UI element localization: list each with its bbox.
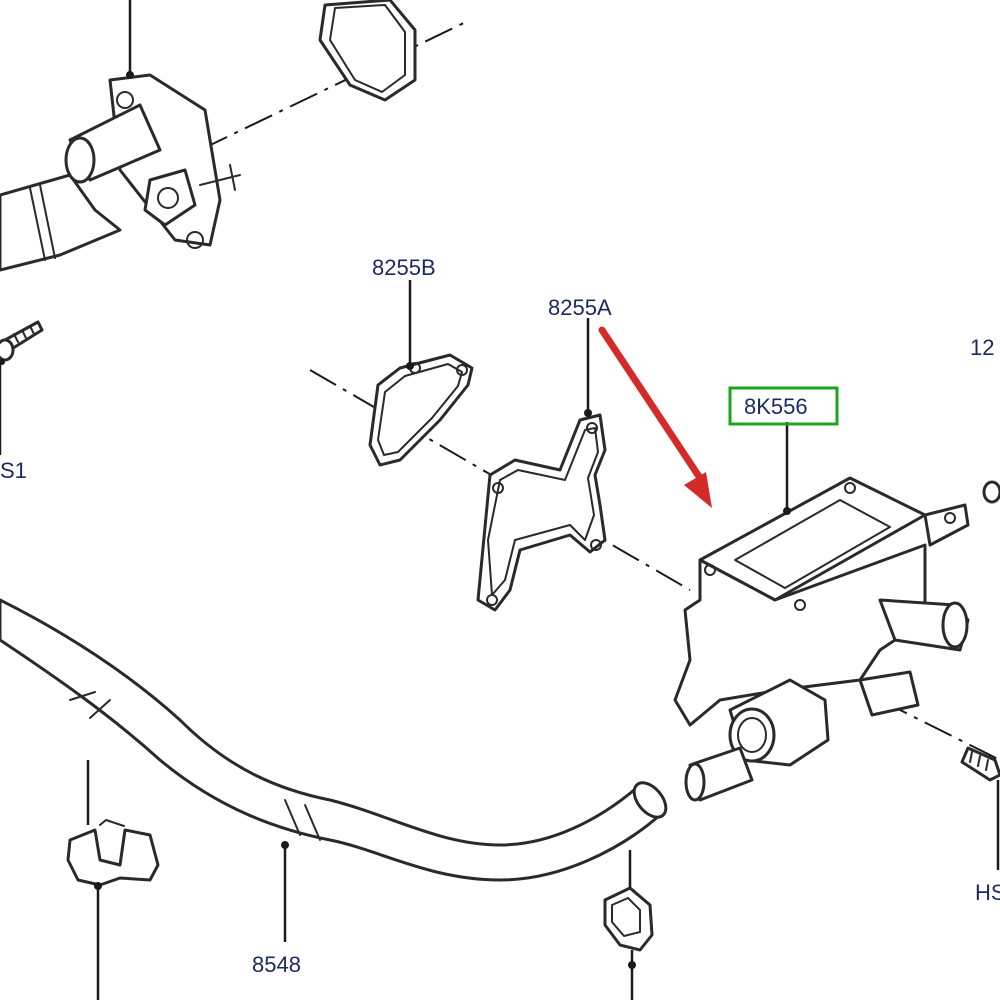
hose-8548	[0, 598, 668, 942]
fitting-right	[982, 480, 1000, 504]
label-gasket-8255a: 8255A	[548, 295, 612, 320]
highlight-box-8k556	[728, 386, 839, 426]
pump-housing	[0, 0, 241, 272]
o-ring-top	[318, 0, 417, 102]
label-gasket-8255b: 8255B	[372, 255, 436, 280]
label-right-edge: 12	[970, 335, 994, 360]
thermostat-housing	[673, 422, 970, 802]
label-hose-8548: 8548	[252, 952, 301, 977]
hose-clamp	[603, 850, 654, 1000]
hose-clip-bracket	[66, 760, 160, 1000]
gasket-8255b	[368, 280, 474, 467]
label-stud-right: HS	[975, 880, 1000, 905]
stud-right	[960, 746, 1000, 870]
label-stud-left: S1	[0, 458, 27, 483]
stud-left	[0, 320, 44, 455]
gasket-8255a	[476, 318, 607, 612]
label-housing-8k556: 8K556	[744, 394, 808, 419]
highlight-arrow	[598, 326, 712, 508]
